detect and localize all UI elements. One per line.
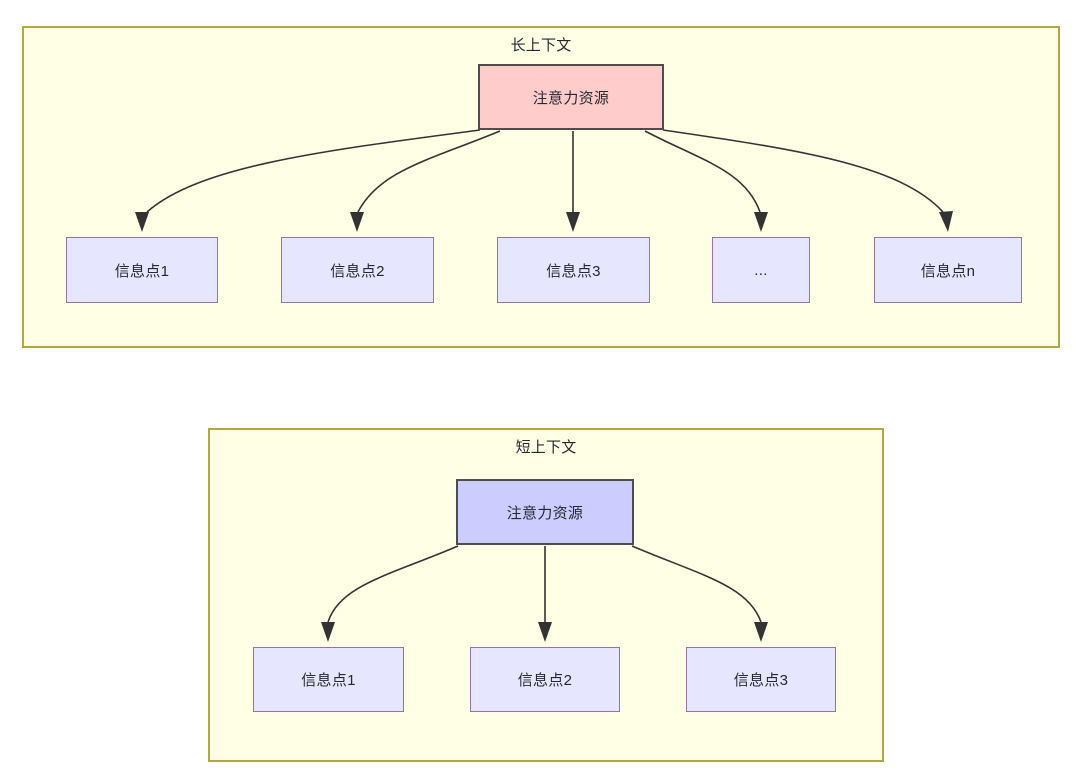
node-info-long-1-label: 信息点1 [114, 262, 170, 280]
node-attention-short-context-label: 注意力资源 [506, 504, 584, 522]
node-attention-long-context-label: 注意力资源 [532, 89, 610, 107]
node-info-long-3-label: 信息点3 [546, 262, 601, 280]
node-info-short-1-label: 信息点1 [301, 672, 356, 689]
group-long-context-title: 长上下文 [510, 37, 572, 54]
node-attention-short-context[interactable]: 注意力资源 [456, 479, 634, 545]
node-info-long-1[interactable]: 信息点1 [66, 237, 218, 303]
node-info-long-3[interactable]: 信息点3 [497, 237, 650, 303]
node-info-long-ellipsis[interactable]: ... [712, 237, 810, 303]
node-info-long-2-label: 信息点2 [330, 262, 385, 280]
node-info-short-3-label: 信息点3 [733, 672, 789, 689]
node-attention-long-context[interactable]: 注意力资源 [478, 64, 664, 130]
node-info-long-ellipsis-label: ... [754, 261, 768, 279]
node-info-short-3[interactable]: 信息点3 [686, 647, 836, 712]
node-info-long-n[interactable]: 信息点n [874, 237, 1022, 303]
group-short-context-title: 短上下文 [515, 439, 577, 456]
node-info-short-2[interactable]: 信息点2 [470, 647, 620, 712]
node-info-short-1[interactable]: 信息点1 [253, 647, 404, 712]
node-info-long-2[interactable]: 信息点2 [281, 237, 434, 303]
node-info-long-n-label: 信息点n [920, 262, 976, 280]
node-info-short-2-label: 信息点2 [517, 672, 573, 689]
